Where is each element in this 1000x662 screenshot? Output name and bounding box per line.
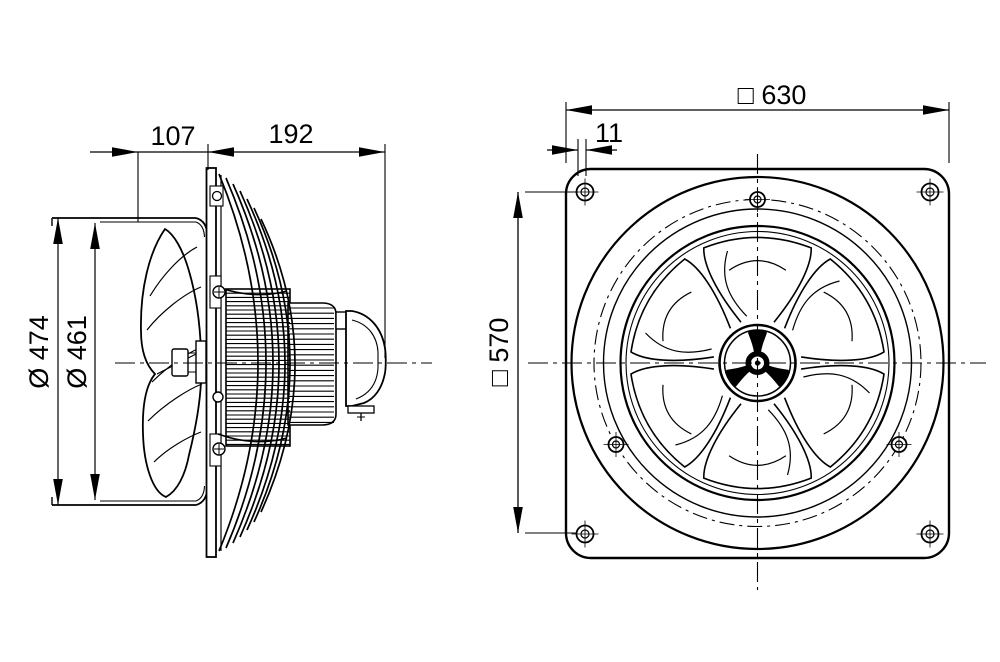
motor-body [225,288,351,447]
fan-blade [630,258,732,362]
dimension-hole-spacing: □ 570 [484,191,577,534]
guard-fixing-holes [603,187,912,457]
dim-11-label: 11 [595,118,623,148]
grille-screws [211,190,226,456]
dim-192-label: 192 [268,119,313,149]
fan-blade [630,364,732,468]
fan-blade [783,258,885,362]
dim-630-label: □ 630 [738,80,807,110]
dimension-hole-offset: 11 [547,118,623,176]
dimension-diameters: Ø 474 Ø 461 [24,218,100,505]
fan-blade [783,364,885,468]
front-centerlines [528,154,986,590]
dimension-plate-size: □ 630 [565,80,950,163]
dimension-depth: 107 192 [90,119,386,358]
shaft-hub [171,340,207,384]
corner-mounting-holes [571,178,944,548]
front-view: □ 630 11 □ 570 [484,80,986,590]
dim-570-label: □ 570 [484,318,514,387]
venturi-flange [51,217,209,506]
terminal-cover [345,310,387,421]
side-view: 107 192 Ø 474 Ø 461 [24,119,432,558]
dim-461-label: Ø 461 [62,315,92,389]
dim-107-label: 107 [150,121,195,151]
dim-474-label: Ø 474 [24,315,54,389]
